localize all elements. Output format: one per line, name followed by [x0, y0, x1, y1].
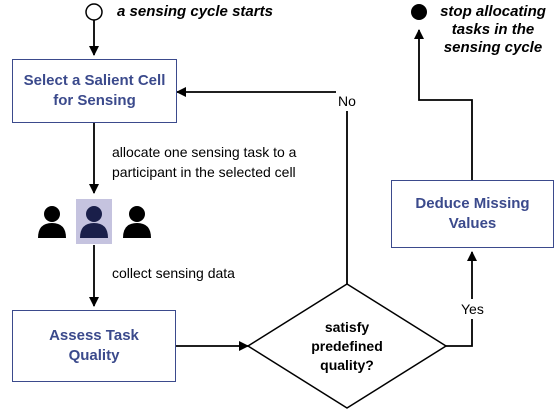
decision-line-1: satisfy: [324, 319, 370, 335]
select-box-line-1: Select a Salient Cell: [23, 72, 166, 89]
assess-box-line-2: Quality: [68, 347, 120, 364]
assess-box-line-1: Assess Task: [49, 327, 139, 344]
decision-line-2: predefined: [311, 338, 383, 354]
arrow-yes-branch: [446, 251, 477, 347]
participant-left-icon: [38, 206, 66, 238]
collect-edge-label: collect sensing data: [112, 265, 235, 281]
start-label: a sensing cycle starts: [117, 3, 273, 20]
assess-task-quality-box: Assess Task Quality: [12, 310, 176, 382]
decision-label: satisfy predefined quality?: [287, 318, 407, 375]
end-label-line-2: tasks in the: [451, 21, 535, 38]
allocate-line-1: allocate one sensing task to a: [112, 144, 297, 160]
deduce-missing-values-box: Deduce Missing Values: [391, 180, 554, 248]
no-edge-label: No: [336, 91, 358, 111]
end-label-line-1: stop allocating: [440, 3, 546, 20]
allocate-line-2: participant in the selected cell: [112, 164, 296, 180]
allocate-edge-label: allocate one sensing task to a participa…: [112, 142, 296, 182]
end-label: stop allocating tasks in the sensing cyc…: [432, 3, 554, 57]
end-node: [411, 4, 427, 20]
arrow-no-branch: [176, 87, 348, 284]
deduce-box-line-1: Deduce Missing: [415, 195, 530, 212]
decision-diamond: [246, 283, 448, 409]
select-box-line-2: for Sensing: [53, 92, 136, 109]
start-node: [85, 3, 103, 21]
end-label-line-3: sensing cycle: [443, 39, 543, 56]
select-salient-cell-box: Select a Salient Cell for Sensing: [12, 59, 177, 123]
participant-selected-icon: [80, 206, 108, 238]
yes-edge-label: Yes: [459, 299, 486, 319]
decision-line-3: quality?: [320, 357, 374, 373]
participant-right-icon: [123, 206, 151, 238]
arrow-deduce-to-end: [414, 29, 473, 180]
deduce-box-line-2: Values: [448, 215, 497, 232]
